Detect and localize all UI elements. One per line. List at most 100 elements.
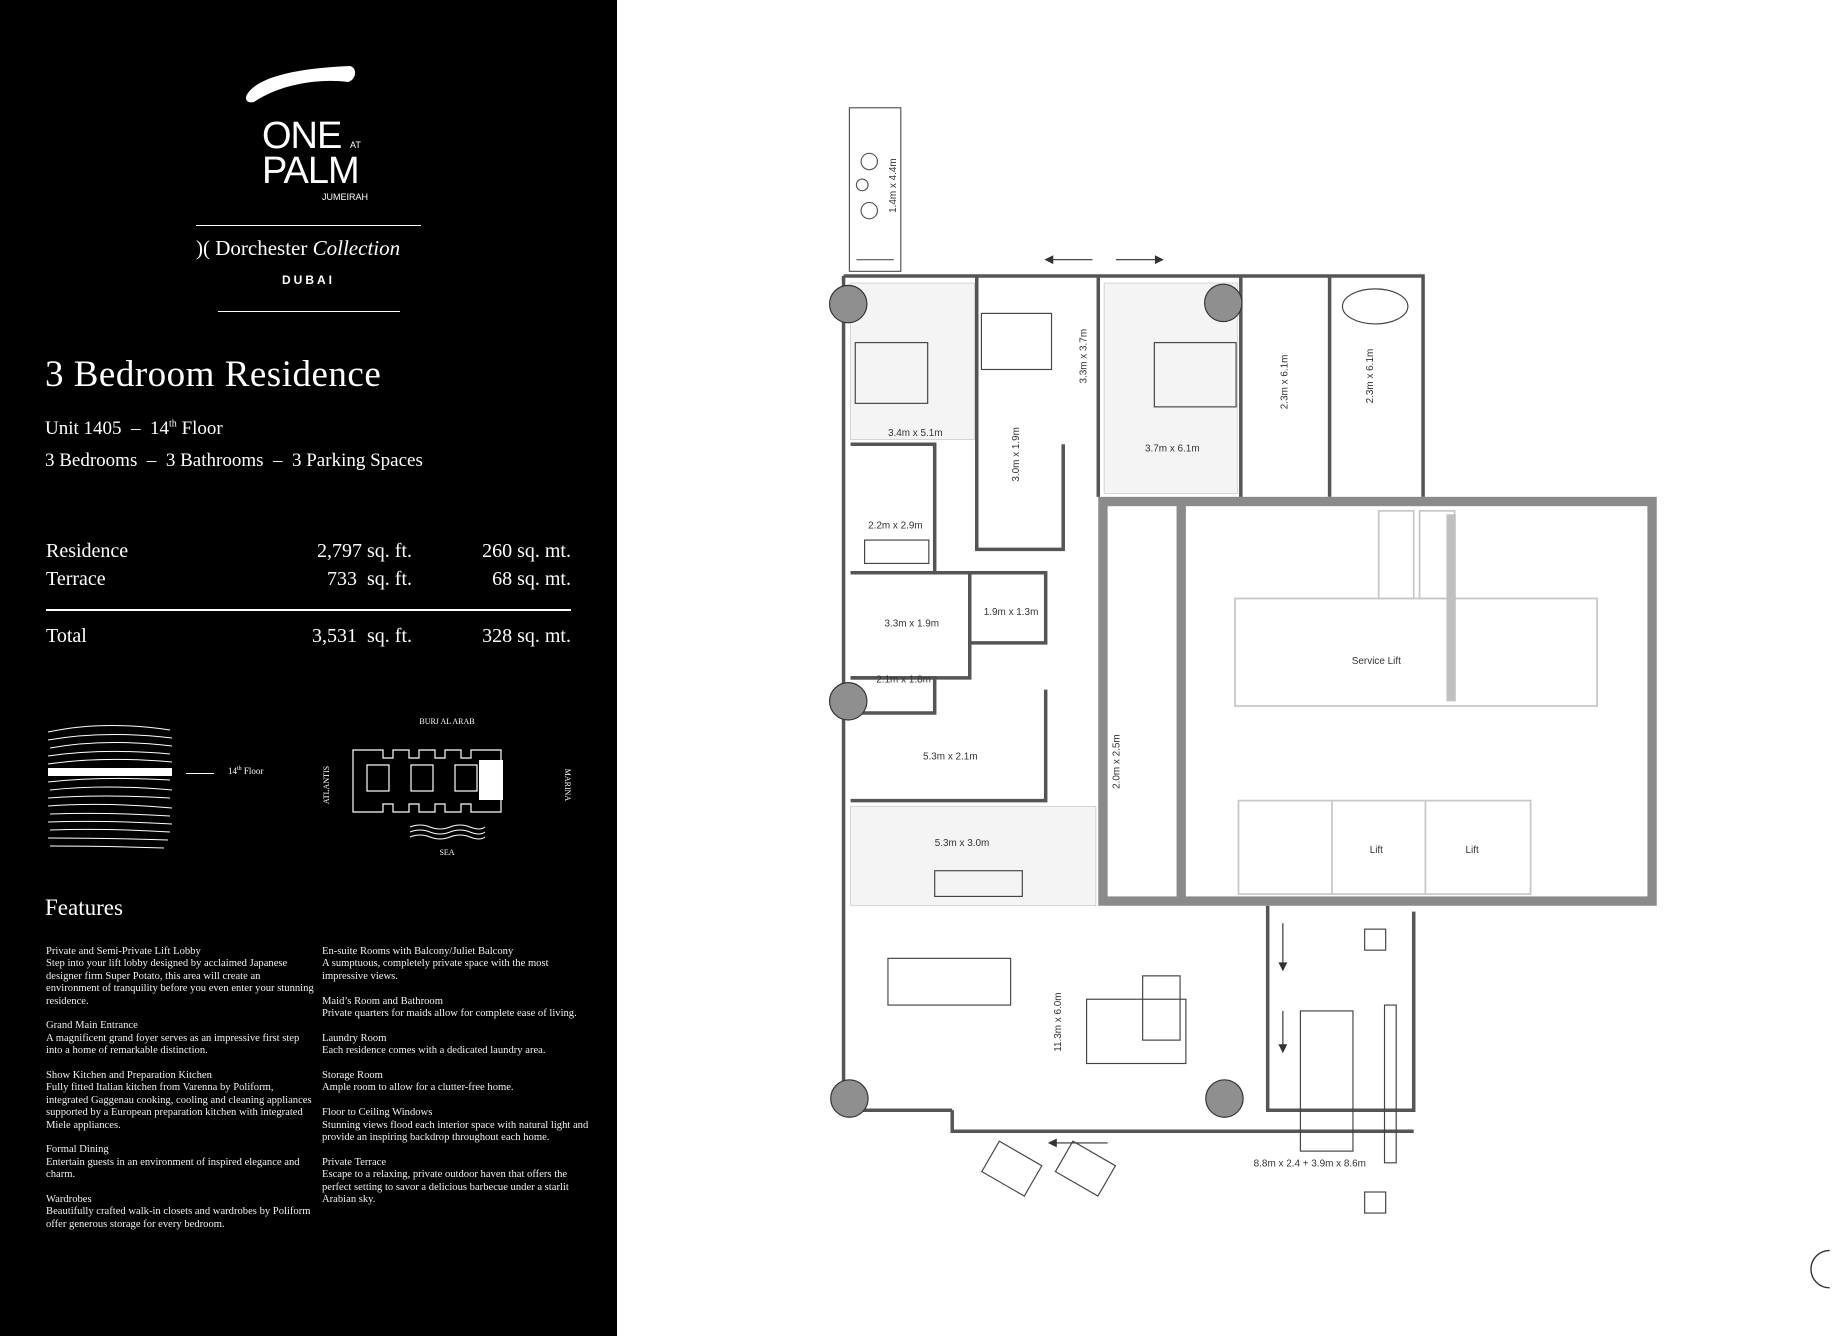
feature-description: Private quarters for maids allow for com… [322,1008,577,1020]
feature-description: Escape to a relaxing, private outdoor ha… [322,1169,569,1206]
building-elevation-diagram [47,724,173,849]
feature-description: Each residence comes with a dedicated la… [322,1045,546,1057]
floor-finish [850,282,1238,907]
unit-location-highlight [479,760,503,800]
room-label: 5.3m x 2.1m [923,752,978,763]
feature-title: Formal Dining [46,1144,109,1156]
room-label: 8.8m x 2.4 + 3.9m x 8.6m [1254,1158,1366,1169]
feature-description: Step into your lift lobby designed by ac… [46,958,314,1007]
floor-suffix: th [169,418,177,430]
room-label: 2.2m x 2.9m [868,520,923,531]
total-sqmt: 328 sq. mt. [482,625,571,647]
service-lift-label: Service Lift [1352,656,1401,667]
collection-symbol: )( [196,236,210,260]
feature-description: Entertain guests in an environment of in… [46,1156,300,1181]
area-row-total: Total 3,531 sq. ft. 328 sq. mt. [46,625,571,651]
logo-jumeirah: JUMEIRAH [322,192,369,202]
terrace-arrows [1047,923,1288,1148]
divider [218,311,400,312]
divider [46,609,571,611]
area-sqft: 2,797 sq. ft. [317,540,412,562]
total-sqft: 3,531 sq. ft. [312,625,412,647]
feature-title: Floor to Ceiling Windows [322,1107,433,1119]
features-heading: Features [45,895,123,920]
area-sqft: 733 sq. ft. [327,568,412,590]
feature-title: Maid’s Room and Bathroom [322,995,443,1007]
room-label: 5.3m x 3.0m [935,838,990,849]
floor-marker-label: 14th Floor [228,766,263,776]
room-label: 3.0m x 1.9m [1011,427,1022,482]
logo-at: AT [350,140,361,150]
feature-description: Fully fitted Italian kitchen from Varenn… [46,1082,312,1131]
room-label: 2.3m x 6.1m [1280,355,1291,410]
feature-title: Private and Semi-Private Lift Lobby [46,946,201,957]
lift-label: Lift [1466,845,1479,856]
feature-description: Beautifully crafted walk-in closets and … [46,1206,311,1230]
feature-title: Wardrobes [46,1194,92,1206]
unit-number: Unit 1405 [45,418,122,439]
area-label: Residence [46,540,129,562]
feature-title: Storage Room [322,1070,383,1082]
features-right-column: En-suite Rooms with Balcony/Juliet Balco… [322,946,592,1219]
room-label: 11.3m x 6.0m [1053,992,1064,1051]
collection-name: Dorchester [215,236,308,260]
west-label: ATLANTIS [322,766,331,804]
dash: – [131,418,141,439]
balcony [848,107,902,272]
north-compass-icon [1810,1249,1830,1289]
south-label: SEA [439,848,454,857]
east-label: MARINA [563,769,572,802]
area-sqmt: 68 sq. mt. [492,568,571,590]
room-label: 3.3m x 3.7m [1079,329,1090,384]
north-label: BURJ AL ARAB [419,717,474,726]
floor-marker-word: Floor [243,766,264,776]
collection-italic: Collection [312,236,401,260]
feature-description: Ample room to allow for a clutter-free h… [322,1082,514,1094]
unit-floor: Unit 1405 – 14th Floor [45,418,223,440]
walls [841,274,1425,1134]
info-panel: ONE AT PALM JUMEIRAH )( Dorchester Colle… [0,0,617,1336]
floor-marker-number: 14 [228,766,237,776]
feature-item: En-suite Rooms with Balcony/Juliet Balco… [322,946,592,983]
floor-word: Floor [181,418,223,439]
columns [828,283,1244,1118]
divider [196,225,421,226]
feature-title: Private Terrace [322,1156,387,1168]
feature-title: Laundry Room [322,1032,387,1044]
room-label: 2.1m x 1.8m [876,675,931,686]
sliding-door-arrows [1044,255,1164,265]
page-title: 3 Bedroom Residence [45,354,382,395]
floor-pointer-line [186,773,214,774]
feature-title: En-suite Rooms with Balcony/Juliet Balco… [322,946,514,957]
room-label: 3.4m x 5.1m [888,428,943,439]
floor-marker-suffix: th [237,766,242,772]
furniture [854,288,1409,1214]
logo-palm: PALM [262,150,360,192]
residence-specs: 3 Bedrooms – 3 Bathrooms – 3 Parking Spa… [45,450,423,471]
feature-description: Stunning views flood each interior space… [322,1119,589,1144]
room-label: 3.7m x 6.1m [1145,443,1200,454]
site-plan-diagram: BURJ AL ARAB ATLANTIS MARINA SEA [322,717,572,857]
dorchester-collection-logo: )( Dorchester Collection [196,236,400,261]
area-row-residence: Residence 2,797 sq. ft. 260 sq. mt. [46,540,571,566]
feature-description: A magnificent grand foyer serves as an i… [46,1032,300,1057]
total-label: Total [46,625,87,647]
feature-description: A sumptuous, completely private space wi… [322,958,549,982]
area-row-terrace: Terrace 733 sq. ft. 68 sq. mt. [46,568,571,594]
room-label: 3.3m x 1.9m [884,619,939,630]
floor-number: 14 [150,418,170,439]
feature-title: Grand Main Entrance [46,1020,138,1032]
logo-one: ONE [262,115,342,157]
